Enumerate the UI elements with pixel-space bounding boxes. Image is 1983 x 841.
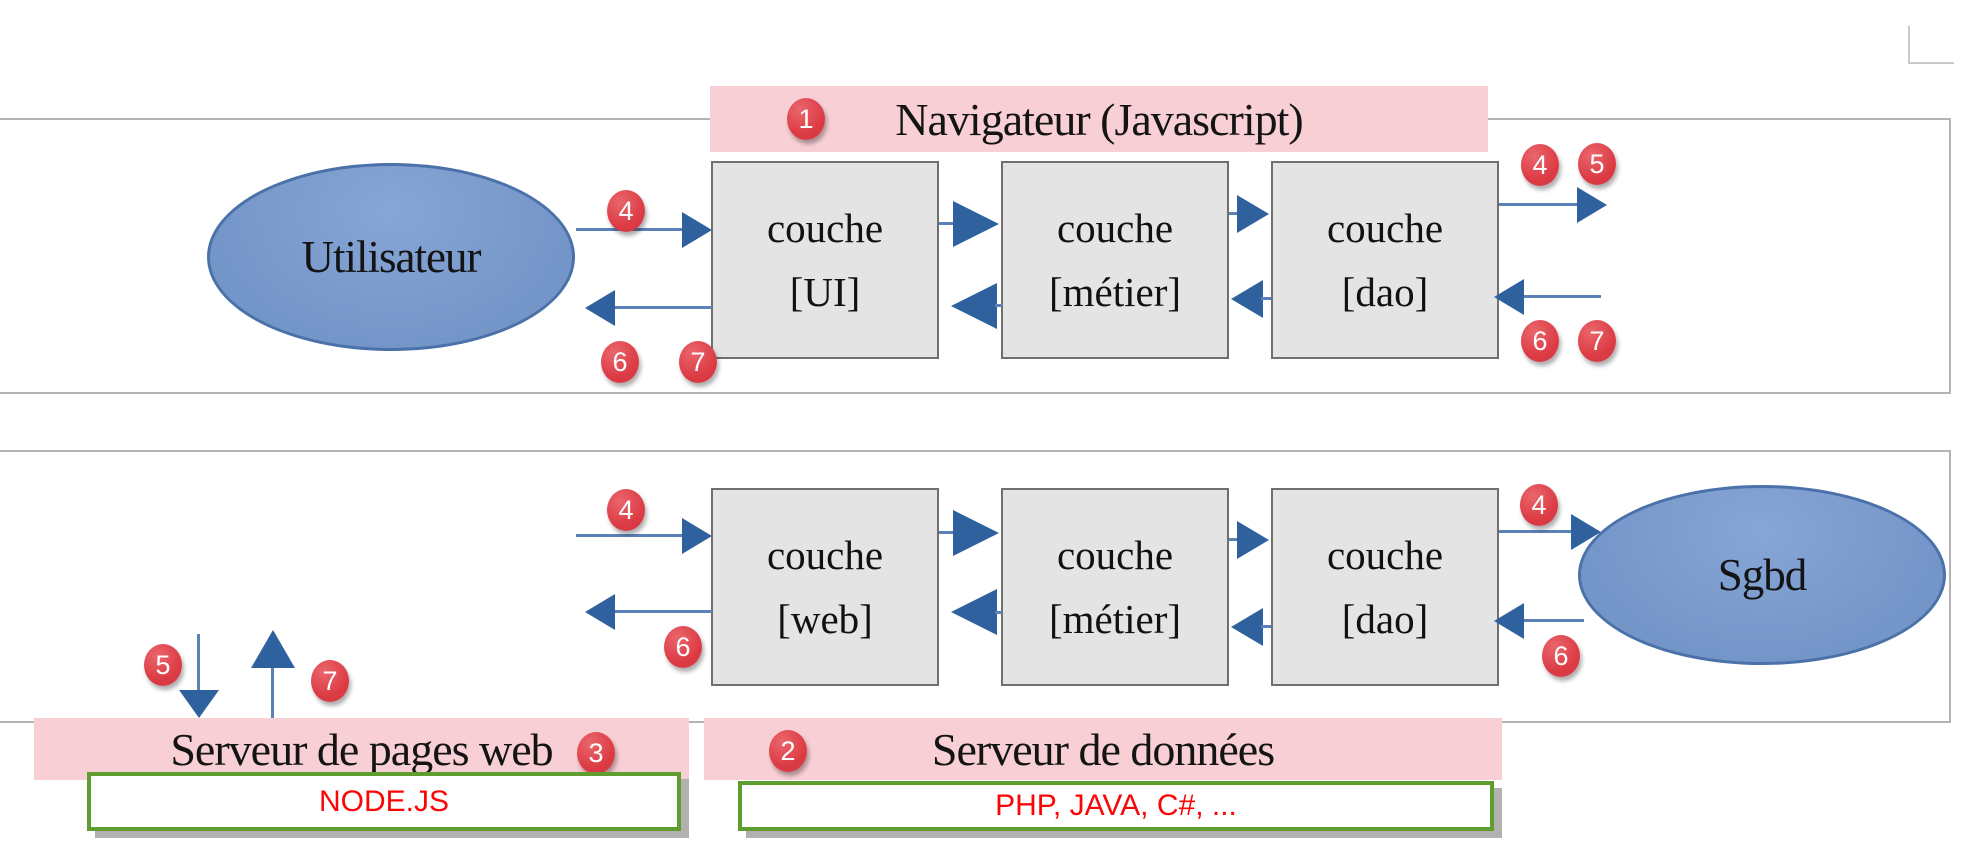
layer-name: couche <box>766 532 884 578</box>
layer-variant: [dao] <box>1341 596 1429 642</box>
arrow-right-icon <box>1237 521 1269 559</box>
step-badge: 7 <box>1578 320 1616 362</box>
layer-variant: [web] <box>777 596 873 642</box>
step-badge: 6 <box>601 341 639 383</box>
step-badge: 4 <box>607 489 645 531</box>
arrow-web-to-metier-line <box>939 531 954 534</box>
sgbd-actor-label: Sgbd <box>1717 550 1808 600</box>
arrow-web-out-line <box>615 610 712 613</box>
step-badge: 4 <box>607 190 645 232</box>
data-server-header-label: Serveur de données <box>931 723 1275 775</box>
layer-name: couche <box>1326 205 1444 251</box>
arrow-dao-to-metier-line <box>1261 297 1271 300</box>
layer-name: couche <box>1056 532 1174 578</box>
layer-name: couche <box>1326 532 1444 578</box>
arrow-left-icon <box>1231 608 1263 646</box>
step-badge: 3 <box>577 732 615 774</box>
step-badge: 6 <box>1521 320 1559 362</box>
step-badge: 5 <box>144 644 182 686</box>
layer-box-ui: couche [UI] <box>711 161 939 359</box>
arrow-into-dao-line <box>1524 295 1601 298</box>
arrow-left-icon <box>951 283 997 329</box>
layer-variant: [UI] <box>789 269 861 315</box>
layer-name: couche <box>1056 205 1174 251</box>
arrow-right-icon <box>953 510 999 556</box>
layer-variant: [dao] <box>1341 269 1429 315</box>
arrow-metier-to-ui-line <box>995 304 1002 307</box>
step-badge: 6 <box>664 626 702 668</box>
arrow-right-icon <box>682 518 712 554</box>
web-server-header-label: Serveur de pages web <box>170 723 553 775</box>
arrow-right-icon <box>1237 195 1269 233</box>
arrow-up-icon <box>251 630 295 668</box>
arrow-left-icon <box>1231 280 1263 318</box>
languages-tech-box: PHP, JAVA, C#, ... <box>738 781 1494 831</box>
arrow-left-icon <box>585 594 615 630</box>
user-actor-label: Utilisateur <box>301 232 482 282</box>
browser-header: Navigateur (Javascript) <box>710 86 1488 152</box>
step-badge: 2 <box>769 730 807 772</box>
arrow-metier-to-dao-line <box>1229 538 1238 541</box>
layer-box-metier-bottom: couche [métier] <box>1001 488 1229 686</box>
arrow-metier-to-dao-line <box>1229 212 1238 215</box>
step-badge: 5 <box>1578 143 1616 185</box>
languages-label: PHP, JAVA, C#, ... <box>995 789 1237 822</box>
sgbd-actor-ellipse: Sgbd <box>1578 485 1946 665</box>
arrow-dao-out-line <box>1499 203 1578 206</box>
step-badge: 7 <box>311 660 349 702</box>
layer-variant: [métier] <box>1048 596 1182 642</box>
arrow-left-icon <box>1494 603 1524 639</box>
browser-header-label: Navigateur (Javascript) <box>895 93 1303 145</box>
arrow-left-icon <box>585 290 615 326</box>
arrow-ui-to-user-line <box>615 306 712 309</box>
page-corner-icon <box>1908 62 1954 64</box>
arrow-right-icon <box>682 212 712 248</box>
step-badge: 4 <box>1521 144 1559 186</box>
arrow-dao-to-sgbd-line <box>1499 530 1572 533</box>
layer-variant: [métier] <box>1048 269 1182 315</box>
layer-box-dao-top: couche [dao] <box>1271 161 1499 359</box>
arrow-metier-to-web-line <box>995 611 1002 614</box>
arrow-dao-to-metier-line <box>1261 625 1271 628</box>
step-badge: 4 <box>1520 484 1558 526</box>
arrow-into-web-line <box>576 534 682 537</box>
arrow-down-line <box>197 634 200 690</box>
step-badge: 7 <box>679 341 717 383</box>
nodejs-label: NODE.JS <box>318 784 450 818</box>
page-corner-icon <box>1908 26 1910 64</box>
layer-name: couche <box>766 205 884 251</box>
nodejs-tech-box: NODE.JS <box>87 772 681 831</box>
layer-box-metier-top: couche [métier] <box>1001 161 1229 359</box>
arrow-left-icon <box>1494 279 1524 315</box>
arrow-right-icon <box>1571 514 1601 550</box>
arrow-left-icon <box>951 589 997 635</box>
arrow-ui-to-metier-line <box>939 222 954 225</box>
layer-box-dao-bottom: couche [dao] <box>1271 488 1499 686</box>
arrow-right-icon <box>953 201 999 247</box>
step-badge: 1 <box>787 98 825 140</box>
arrow-sgbd-to-dao-line <box>1524 619 1584 622</box>
layer-box-web: couche [web] <box>711 488 939 686</box>
arrow-right-icon <box>1577 187 1607 223</box>
step-badge: 6 <box>1542 635 1580 677</box>
data-server-header: Serveur de données <box>704 718 1502 780</box>
arrow-down-icon <box>179 690 219 718</box>
user-actor-ellipse: Utilisateur <box>207 163 575 351</box>
arrow-up-line <box>271 668 274 718</box>
